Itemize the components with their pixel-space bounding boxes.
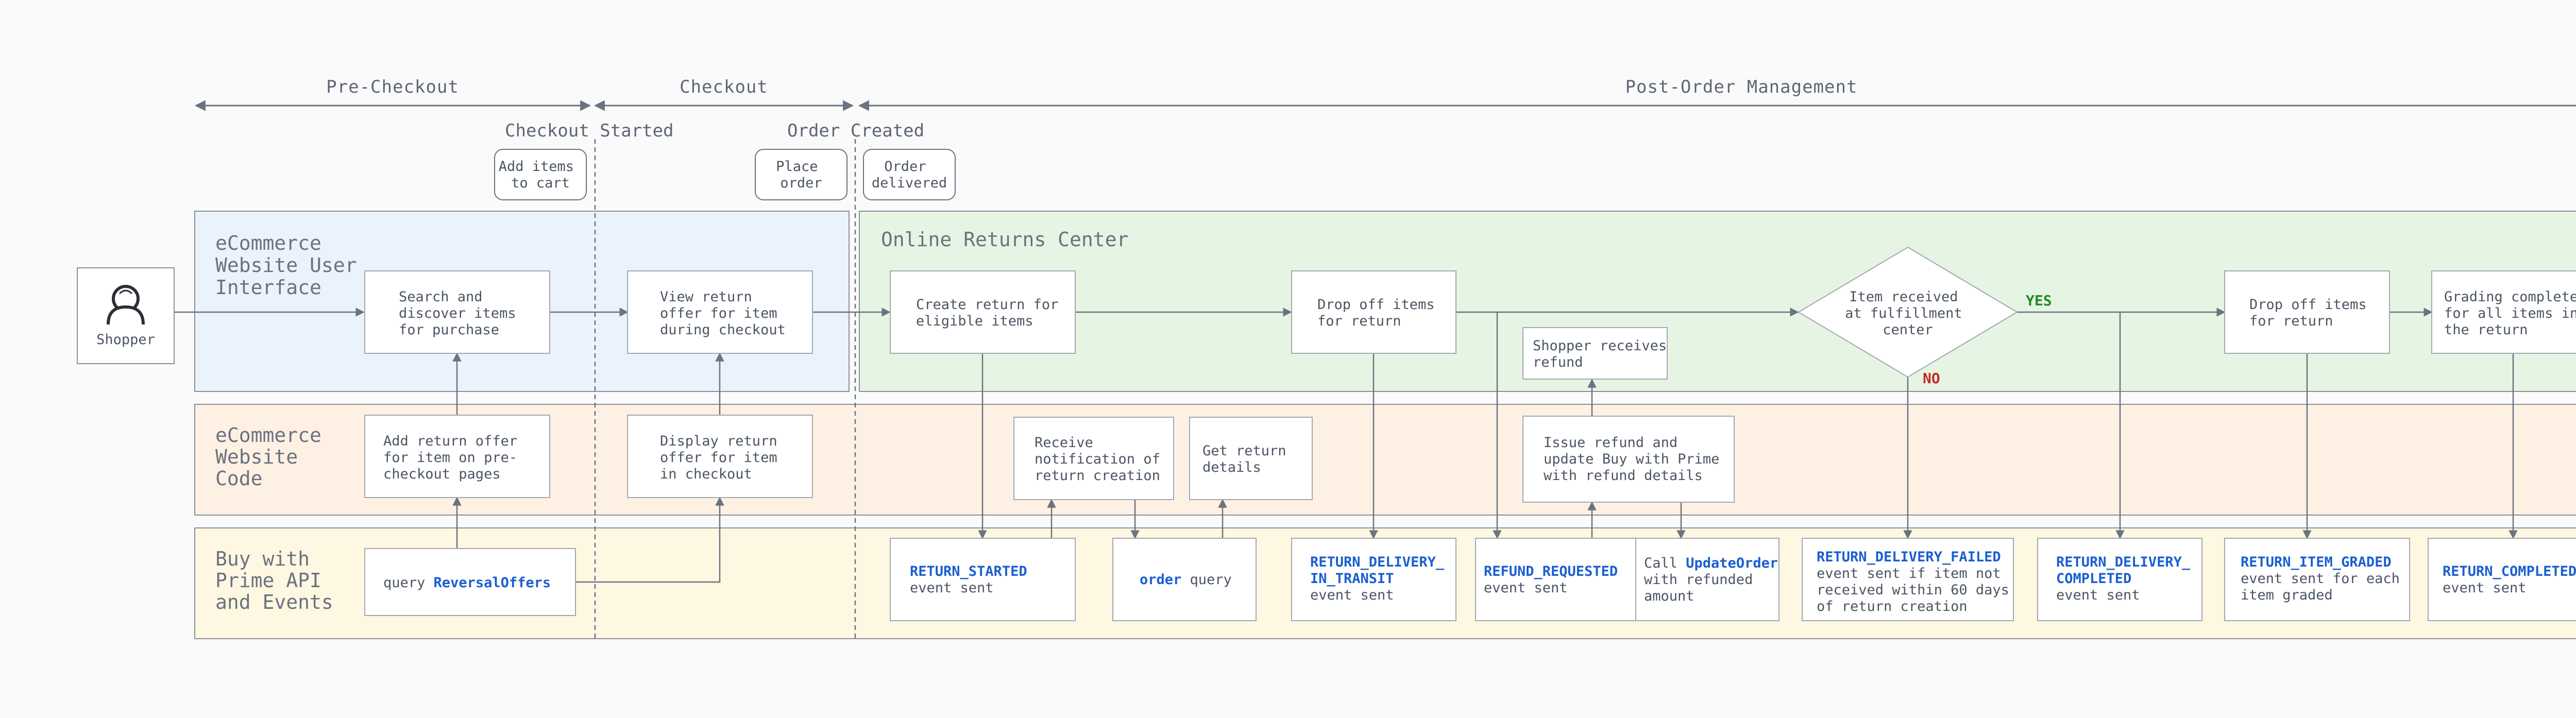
connectors xyxy=(174,307,2518,583)
api-label: RETURN_DELIVERY_FAILED event sent if ite… xyxy=(1817,549,2014,614)
box-search-discover: Search and discover items for purchase xyxy=(364,270,550,354)
box-label: Grading completed for all items in the r… xyxy=(2444,289,2576,338)
api-box-delivery-failed: RETURN_DELIVERY_FAILED event sent if ite… xyxy=(1802,538,2014,621)
decision-yes-label: YES xyxy=(2026,292,2052,309)
api-box-return-started: RETURN_STARTED event sent xyxy=(890,538,1076,621)
box-add-return-offer: Add return offer for item on pre- checko… xyxy=(364,415,550,498)
phase-header-post-order: Post-Order Management xyxy=(858,77,2576,111)
box-view-return-offer: View return offer for item during checko… xyxy=(627,270,813,354)
box-label: Drop off items for return xyxy=(2249,297,2375,329)
phase-label: Checkout xyxy=(680,77,768,97)
decision-no-label: NO xyxy=(1923,370,1940,387)
api-box-return-completed: RETURN_COMPLETED event sent xyxy=(2428,538,2576,621)
box-label: Add return offer for item on pre- checko… xyxy=(383,433,526,482)
box-label: Receive notification of return creation xyxy=(1035,435,1168,484)
event-place-order: Place order xyxy=(755,149,848,200)
api-box-delivery-in-transit: RETURN_DELIVERY_ IN_TRANSIT event sent xyxy=(1291,538,1456,621)
api-box-order-query: order query xyxy=(1112,538,1257,621)
milestone-checkout-started: Checkout Started xyxy=(505,121,674,141)
box-label: Drop off items for return xyxy=(1317,297,1443,329)
lane-title-api: Buy with Prime API and Events xyxy=(215,548,333,613)
api-label: RETURN_DELIVERY_ COMPLETED event sent xyxy=(2056,554,2195,603)
api-label: RETURN_DELIVERY_ IN_TRANSIT event sent xyxy=(1310,554,1449,603)
api-box-refund-requested: REFUND_REQUESTED event sent xyxy=(1475,538,1640,621)
api-label: RETURN_COMPLETED event sent xyxy=(2443,563,2576,596)
api-box-reversal-offers: query ReversalOffers xyxy=(364,548,576,616)
phase-header-checkout: Checkout xyxy=(594,77,854,111)
event-label: Add items to cart xyxy=(499,159,583,191)
box-label: View return offer for item during checko… xyxy=(660,289,786,338)
box-label: Shopper receives refund xyxy=(1533,338,1675,370)
box-shopper-receives-refund: Shopper receives refund xyxy=(1522,327,1675,380)
box-grading-completed: Grading completed for all items in the r… xyxy=(2431,270,2576,354)
box-drop-off-items-1: Drop off items for return xyxy=(1291,270,1456,354)
box-label: Display return offer for item in checkou… xyxy=(660,433,786,482)
box-display-return-offer: Display return offer for item in checkou… xyxy=(627,415,813,498)
api-box-item-graded: RETURN_ITEM_GRADED event sent for each i… xyxy=(2224,538,2410,621)
decision-item-received: Item received at fulfillment center xyxy=(1798,246,2018,378)
actor-label: Shopper xyxy=(96,332,155,348)
lane-title-code: eCommerce Website Code xyxy=(215,424,333,490)
box-label: Get return details xyxy=(1202,443,1295,475)
api-label: Call UpdateOrder with refunded amount xyxy=(1644,555,1783,604)
box-label: Search and discover items for purchase xyxy=(399,289,524,338)
box-label: Issue refund and update Buy with Prime w… xyxy=(1544,435,1728,484)
api-label: RETURN_STARTED event sent xyxy=(910,563,1032,596)
actor-shopper: Shopper xyxy=(77,267,175,364)
phase-label: Pre-Checkout xyxy=(326,77,459,97)
event-add-items-to-cart: Add items to cart xyxy=(494,149,587,200)
milestone-order-created: Order Created xyxy=(787,121,924,141)
api-label: order query xyxy=(1140,572,1232,588)
api-label: REFUND_REQUESTED event sent xyxy=(1484,563,1623,596)
box-drop-off-items-2: Drop off items for return xyxy=(2224,270,2390,354)
person-icon xyxy=(107,285,145,325)
api-label: query ReversalOffers xyxy=(383,575,551,591)
box-create-return: Create return for eligible items xyxy=(890,270,1076,354)
phase-label: Post-Order Management xyxy=(1625,77,1858,97)
event-order-delivered: Order delivered xyxy=(863,149,956,200)
decision-label: Item received at fulfillment center xyxy=(1845,289,1971,338)
event-label: Place order xyxy=(776,159,826,191)
box-label: Create return for eligible items xyxy=(916,297,1067,329)
api-box-update-order: Call UpdateOrder with refunded amount xyxy=(1635,538,1783,621)
box-issue-refund: Issue refund and update Buy with Prime w… xyxy=(1522,416,1735,503)
box-get-return-details: Get return details xyxy=(1189,417,1313,500)
lane-code-background xyxy=(194,404,2576,516)
phase-header-pre-checkout: Pre-Checkout xyxy=(194,77,591,111)
api-label: RETURN_ITEM_GRADED event sent for each i… xyxy=(2241,554,2405,603)
event-label: Order delivered xyxy=(872,159,947,191)
lane-title-ui: eCommerce Website User Interface xyxy=(215,232,368,299)
lane-title-returns-center: Online Returns Center xyxy=(881,228,1128,251)
box-receive-notification: Receive notification of return creation xyxy=(1013,417,1174,500)
api-box-delivery-completed: RETURN_DELIVERY_ COMPLETED event sent xyxy=(2037,538,2202,621)
